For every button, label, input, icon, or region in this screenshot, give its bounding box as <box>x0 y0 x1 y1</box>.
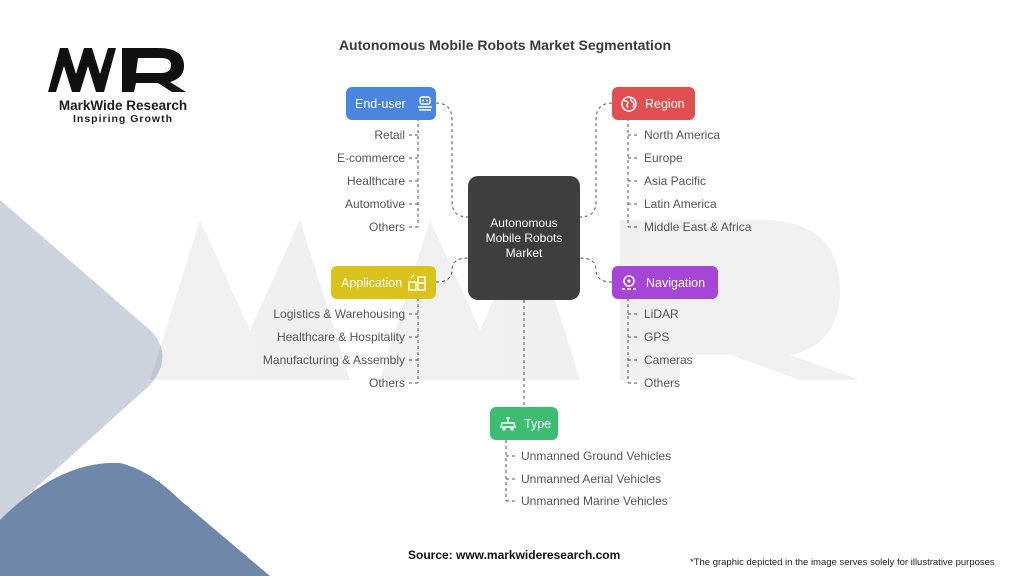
region-item: Middle East & Africa <box>644 220 752 234</box>
logo-tagline: Inspiring Growth <box>73 113 173 125</box>
lidar-icon <box>622 274 636 290</box>
type-item: Unmanned Marine Vehicles <box>521 494 668 508</box>
logo-brand-name: MarkWide Research <box>58 98 188 113</box>
category-navigation-label: Navigation <box>646 275 706 290</box>
navigation-item: Others <box>644 376 681 390</box>
robot-icon <box>417 95 432 111</box>
category-type-label: Type <box>524 416 552 431</box>
vehicle-icon <box>500 416 516 431</box>
category-application: Application <box>331 266 436 299</box>
navigation-item: GPS <box>644 330 670 344</box>
category-end-user-label: End-user <box>355 96 406 111</box>
end-user-item: Retail <box>374 128 405 142</box>
region-item: North America <box>644 128 721 142</box>
region-item: Europe <box>644 151 683 165</box>
source-text: Source: www.markwideresearch.com <box>408 548 621 562</box>
navigation-item: Cameras <box>644 353 693 367</box>
warehouse-icon <box>408 274 426 291</box>
markwide-logo: MarkWide Research Inspiring Growth <box>38 42 208 132</box>
type-item: Unmanned Aerial Vehicles <box>521 472 662 486</box>
end-user-item: Healthcare <box>346 174 405 188</box>
page-title: Autonomous Mobile Robots Market Segmenta… <box>338 37 672 53</box>
globe-icon <box>621 95 637 112</box>
type-item: Unmanned Ground Vehicles <box>521 449 672 463</box>
background-wedge-light <box>0 200 163 520</box>
region-item: Asia Pacific <box>644 174 707 188</box>
category-application-label: Application <box>341 275 403 290</box>
center-node: Autonomous Mobile Robots Market <box>468 176 580 300</box>
end-user-item: Automotive <box>344 197 405 211</box>
category-region: Region <box>612 87 695 120</box>
region-item: Latin America <box>644 197 717 211</box>
center-node-label: Autonomous Mobile Robots Market <box>485 215 563 260</box>
connector-lines <box>409 102 637 502</box>
navigation-item: LiDAR <box>644 307 679 321</box>
end-user-item: E-commerce <box>336 151 405 165</box>
mwr-logo-mark <box>48 48 186 92</box>
end-user-item: Others <box>368 220 405 234</box>
application-item: Healthcare & Hospitality <box>276 330 405 344</box>
application-item: Others <box>368 376 405 390</box>
disclaimer-note: *The graphic depicted in the image serve… <box>690 557 995 568</box>
category-end-user: End-user <box>346 87 436 120</box>
category-type: Type <box>490 407 558 440</box>
application-item: Logistics & Warehousing <box>273 307 405 321</box>
background-wedge-dark <box>0 462 270 576</box>
application-item: Manufacturing & Assembly <box>262 353 405 367</box>
category-region-label: Region <box>645 96 685 111</box>
category-navigation: Navigation <box>612 266 718 299</box>
